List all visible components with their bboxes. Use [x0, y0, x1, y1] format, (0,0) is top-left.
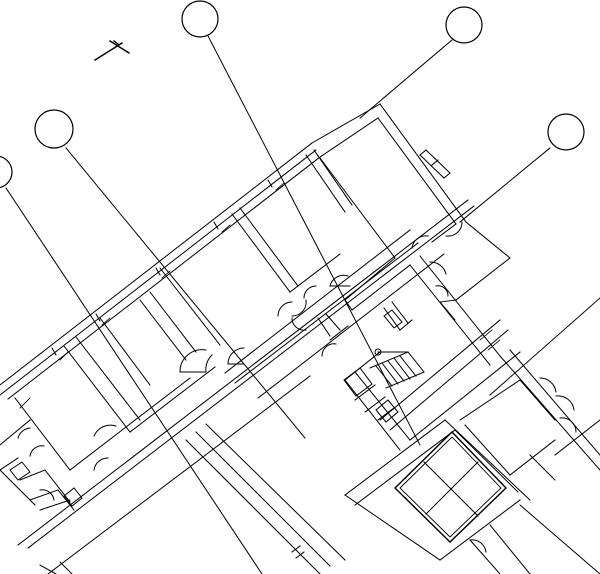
door-swing-icon [411, 235, 429, 249]
grid-line-a [207, 35, 421, 446]
interior-walls [0, 149, 600, 574]
door-swing-icon [555, 395, 575, 411]
door-swing-icon [435, 285, 449, 297]
door-swing-icon [93, 457, 109, 471]
stair [369, 348, 425, 389]
door-swing-icon [445, 221, 463, 237]
grid-line-e [5, 187, 263, 574]
exterior-walls [0, 103, 511, 471]
north-marker-icon [94, 40, 130, 61]
grid-bubble-4 [547, 113, 585, 151]
door-swing-icon [291, 317, 307, 331]
fixtures [9, 309, 403, 507]
fixture-box [9, 461, 31, 481]
grid-lines [5, 35, 600, 574]
grid-line-b [359, 39, 453, 119]
windows [39, 149, 451, 574]
door-swing-icon [179, 349, 207, 373]
elevator-shaft [394, 431, 507, 543]
door-swing-icon [17, 427, 31, 439]
fixture-box [375, 399, 399, 423]
fixture-box [383, 309, 403, 329]
door-swing-icon [429, 261, 447, 275]
door-swings [17, 221, 577, 553]
grid-line-f [489, 297, 600, 396]
door-swing-icon [39, 489, 55, 501]
grid-bubbles [0, 0, 585, 189]
grid-line-c [65, 147, 306, 439]
door-swing-icon [303, 285, 317, 299]
grid-bubble-3 [34, 109, 74, 149]
grid-bubble-1 [181, 0, 219, 38]
wall-details [19, 182, 501, 409]
grid-line-d [459, 147, 551, 223]
grid-bubble-2 [445, 6, 483, 44]
fixture-box [63, 487, 83, 507]
door-swing-icon [277, 301, 293, 317]
door-swing-icon [469, 539, 487, 553]
door-swing-icon [559, 417, 577, 433]
door-swing-icon [93, 424, 117, 437]
fixture-box [343, 367, 373, 397]
door-swing-icon [291, 299, 307, 317]
door-swing-icon [227, 347, 245, 365]
door-swing-icon [329, 274, 349, 287]
grid-line-g [554, 419, 600, 456]
door-swing-icon [205, 354, 213, 373]
door-swing-icon [29, 445, 45, 457]
door-swing-icon [321, 343, 337, 357]
door-swing-icon [539, 377, 557, 393]
grid-bubble-5 [0, 155, 13, 189]
